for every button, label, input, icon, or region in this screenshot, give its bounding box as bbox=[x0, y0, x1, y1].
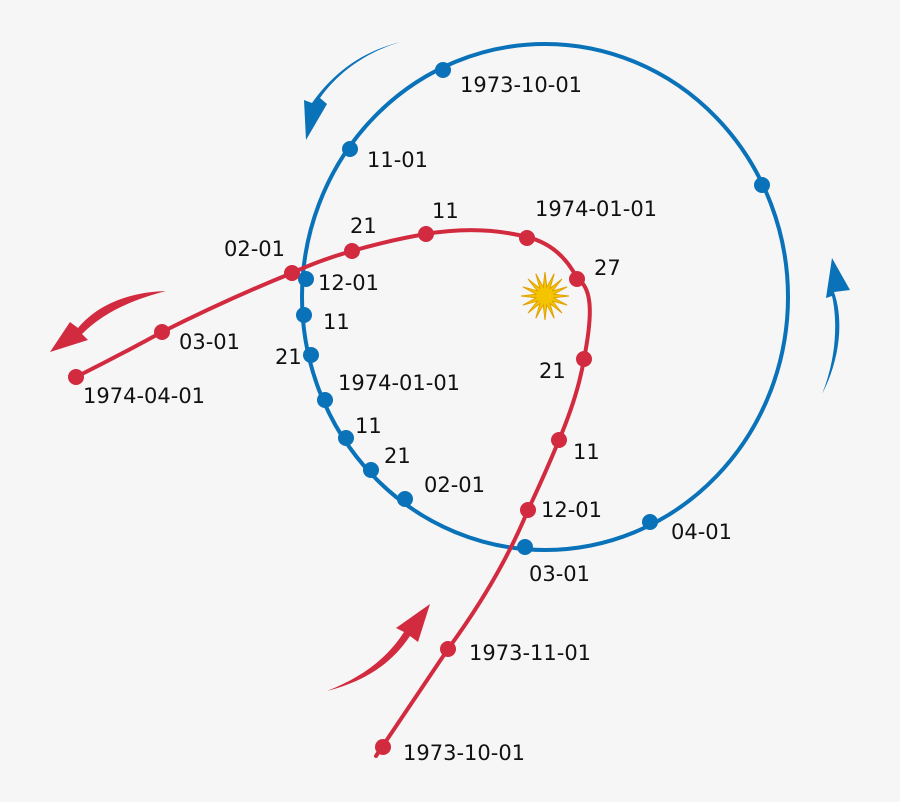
earth-date-label: 03-01 bbox=[529, 562, 590, 586]
comet-date-label: 1973-10-01 bbox=[403, 741, 525, 765]
earth-point bbox=[642, 514, 658, 530]
earth-point bbox=[754, 177, 770, 193]
comet-point bbox=[344, 243, 360, 259]
earth-point bbox=[317, 392, 333, 408]
earth-date-label: 1974-01-01 bbox=[338, 371, 460, 395]
comet-point bbox=[284, 265, 300, 281]
comet-point bbox=[551, 432, 567, 448]
earth-date-label: 11-01 bbox=[367, 148, 428, 172]
comet-point bbox=[576, 351, 592, 367]
comet-date-label: 21 bbox=[539, 359, 566, 383]
comet-point bbox=[154, 324, 170, 340]
comet-date-label: 21 bbox=[350, 214, 377, 238]
comet-point bbox=[520, 502, 536, 518]
comet-path-points bbox=[68, 226, 592, 755]
comet-date-label: 1973-11-01 bbox=[469, 641, 591, 665]
comet-date-label: 12-01 bbox=[541, 498, 602, 522]
comet-direction-arrow bbox=[327, 604, 430, 691]
earth-date-label: 11 bbox=[355, 414, 382, 438]
earth-date-label: 12-01 bbox=[318, 271, 379, 295]
earth-orbit-points bbox=[296, 62, 770, 555]
comet-direction-arrow bbox=[50, 291, 166, 352]
earth-point bbox=[397, 491, 413, 507]
earth-date-label: 02-01 bbox=[424, 473, 485, 497]
comet-date-label: 27 bbox=[594, 256, 621, 280]
earth-direction-arrow bbox=[304, 42, 400, 140]
earth-date-label: 21 bbox=[384, 444, 411, 468]
comet-point bbox=[569, 271, 585, 287]
earth-date-label: 04-01 bbox=[671, 520, 732, 544]
earth-date-label: 1973-10-01 bbox=[460, 73, 582, 97]
earth-point bbox=[338, 430, 354, 446]
earth-point bbox=[342, 141, 358, 157]
earth-point bbox=[303, 347, 319, 363]
comet-date-label: 1974-04-01 bbox=[83, 384, 205, 408]
earth-point bbox=[363, 462, 379, 478]
earth-point bbox=[435, 62, 451, 78]
comet-date-label: 11 bbox=[432, 199, 459, 223]
comet-date-label: 11 bbox=[573, 440, 600, 464]
earth-point bbox=[517, 539, 533, 555]
earth-date-label: 21 bbox=[275, 345, 302, 369]
earth-date-label: 11 bbox=[323, 310, 350, 334]
earth-orbit-labels: 1973-10-01 11-01 12-01 11 21 1974-01-01 … bbox=[275, 73, 732, 586]
earth-point bbox=[296, 307, 312, 323]
earth-direction-arrow bbox=[822, 258, 850, 394]
comet-date-label: 1974-01-01 bbox=[535, 197, 657, 221]
comet-date-label: 03-01 bbox=[179, 330, 240, 354]
comet-point bbox=[68, 369, 84, 385]
comet-point bbox=[375, 739, 391, 755]
earth-point bbox=[298, 271, 314, 287]
sun-core bbox=[537, 288, 553, 304]
sun-icon bbox=[520, 271, 570, 321]
comet-date-label: 02-01 bbox=[224, 237, 285, 261]
comet-path bbox=[74, 228, 592, 758]
earth-orbit bbox=[300, 42, 790, 552]
comet-point bbox=[440, 641, 456, 657]
comet-point bbox=[418, 226, 434, 242]
comet-point bbox=[519, 230, 535, 246]
comet-path-labels: 1973-10-01 1973-11-01 12-01 11 21 27 197… bbox=[83, 197, 657, 765]
